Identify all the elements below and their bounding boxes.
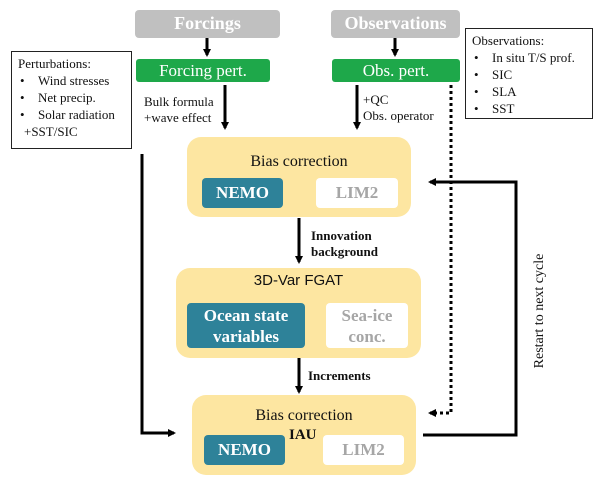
forcing-pert-box: Forcing pert. (136, 59, 270, 82)
bias-correction-bottom-title: Bias correction (255, 407, 353, 424)
observation-item: SLA (472, 83, 586, 100)
sea-ice-line2: conc. (348, 327, 386, 346)
background-text: background (311, 244, 378, 259)
perturbations-title: Perturbations: (18, 56, 91, 71)
lim2-top-box: LIM2 (316, 178, 398, 208)
obs-operator-label: +QC Obs. operator (363, 92, 434, 124)
perturbation-item: Net precip. (18, 89, 125, 106)
observations-box: Observations (331, 10, 460, 38)
innovation-text: Innovation (311, 228, 372, 243)
sea-ice-line1: Sea-ice (341, 306, 393, 325)
increments-label: Increments (308, 368, 371, 383)
nemo-bottom-box: NEMO (204, 435, 285, 465)
ocean-state-line2: variables (212, 327, 280, 346)
sea-ice-box: Sea-ice conc. (326, 303, 408, 348)
bulk-formula-label: Bulk formula +wave effect (144, 94, 214, 126)
perturbations-extra: +SST/SIC (24, 124, 78, 139)
lim2-bottom-box: LIM2 (323, 435, 404, 465)
observation-item: SST (472, 100, 586, 117)
qc-text: +QC (363, 92, 389, 107)
observations-note: Observations: In situ T/S prof. SIC SLA … (465, 28, 593, 119)
arrow-obs-dotted (428, 85, 453, 417)
arrow-restart-cycle (423, 178, 518, 437)
arrow-perturbations-to-iau (140, 154, 176, 437)
perturbations-note: Perturbations: Wind stresses Net precip.… (11, 51, 132, 149)
bias-correction-bottom: Bias correction NEMO LIM2 IAU (192, 395, 416, 475)
observation-item: SIC (472, 66, 586, 83)
observation-item: In situ T/S prof. (472, 49, 586, 66)
innovation-label: Innovation background (311, 228, 378, 260)
bias-correction-top-title: Bias correction (250, 153, 348, 170)
iau-label: IAU (289, 427, 317, 443)
restart-label: Restart to next cycle (532, 253, 547, 369)
perturbation-item: Solar radiation (18, 106, 125, 123)
ocean-state-line1: Ocean state (203, 306, 289, 325)
bulk-formula-text: Bulk formula (144, 94, 214, 109)
wave-effect-text: +wave effect (144, 110, 212, 125)
forcings-box: Forcings (135, 10, 280, 38)
nemo-top-box: NEMO (202, 178, 283, 208)
obs-operator-text: Obs. operator (363, 108, 434, 123)
assimilation-title: 3D-Var FGAT (253, 272, 344, 289)
obs-pert-box: Obs. pert. (332, 59, 460, 82)
observations-title: Observations: (472, 33, 545, 48)
bias-correction-top: Bias correction NEMO LIM2 (187, 137, 411, 217)
assimilation-3dvar: 3D-Var FGAT Ocean state variables Sea-ic… (176, 268, 421, 358)
perturbation-item: Wind stresses (18, 72, 125, 89)
ocean-state-box: Ocean state variables (187, 303, 305, 348)
